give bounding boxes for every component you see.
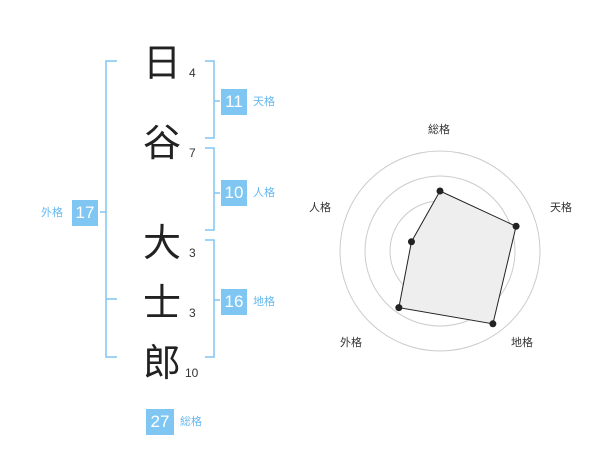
- stroke-count-4: 3: [189, 306, 196, 320]
- radar-point-1: [436, 187, 444, 195]
- radar-ring: [339, 150, 541, 352]
- gaikaku-label: 外格: [41, 206, 63, 219]
- soukaku-badge: 27: [146, 409, 174, 435]
- jinkaku-badge: 10: [221, 180, 247, 206]
- bracket-line: [205, 147, 215, 231]
- stroke-count-1: 4: [189, 66, 196, 80]
- name-char-3: 大: [143, 221, 182, 265]
- chikaku-label: 地格: [253, 295, 275, 308]
- radar-label-jinkaku: 人格: [309, 201, 331, 214]
- name-char-1: 日: [143, 41, 182, 85]
- stroke-count-2: 7: [189, 146, 196, 160]
- radar-label-chikaku: 地格: [511, 336, 533, 349]
- gaikaku-badge: 17: [72, 200, 98, 226]
- name-char-2: 谷: [143, 121, 182, 165]
- name-char-5: 郎: [143, 341, 182, 385]
- radar-ring: [364, 175, 516, 327]
- soukaku-label: 総格: [180, 415, 202, 428]
- bracket-line: [105, 60, 117, 358]
- bracket-line: [205, 60, 215, 139]
- radar-point-3: [489, 320, 497, 328]
- name-char-4: 士: [143, 281, 182, 325]
- tenkaku-label: 天格: [253, 95, 275, 108]
- tenkaku-badge: 11: [221, 89, 247, 115]
- chikaku-badge: 16: [221, 289, 247, 315]
- radar-label-soukaku: 総格: [428, 123, 450, 136]
- radar-label-gaikaku: 外格: [340, 336, 362, 349]
- jinkaku-label: 人格: [253, 186, 275, 199]
- bracket-line: [205, 239, 215, 358]
- radar-point-2: [512, 222, 520, 230]
- radar-point-5: [407, 238, 415, 246]
- radar-point-4: [395, 304, 403, 312]
- stroke-count-5: 10: [185, 366, 199, 380]
- radar-label-tenkaku: 天格: [550, 201, 572, 214]
- stroke-count-3: 3: [189, 246, 196, 260]
- radar-polygon: [398, 190, 517, 325]
